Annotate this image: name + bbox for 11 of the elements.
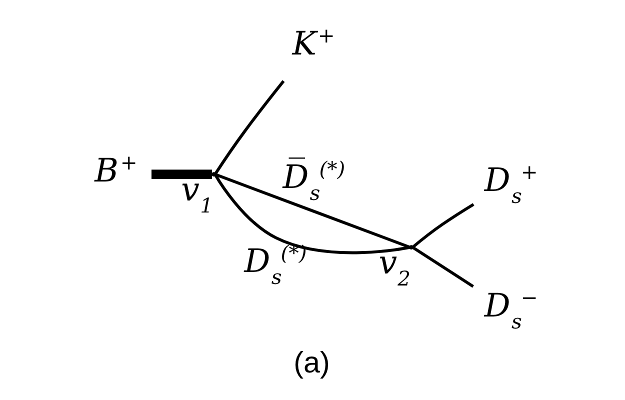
node-label: v$_{2}$	[378, 243, 411, 290]
node-point	[212, 172, 216, 176]
node-text: B$^{+}$	[94, 150, 138, 190]
connector	[214, 80, 285, 175]
connector	[412, 203, 474, 248]
node-point	[409, 245, 414, 250]
node-text: K$^{+}$	[292, 23, 335, 62]
node-label: v$_{1}$	[181, 170, 213, 218]
connector	[152, 170, 212, 180]
caption: (a)	[294, 346, 330, 380]
connector	[412, 246, 474, 288]
